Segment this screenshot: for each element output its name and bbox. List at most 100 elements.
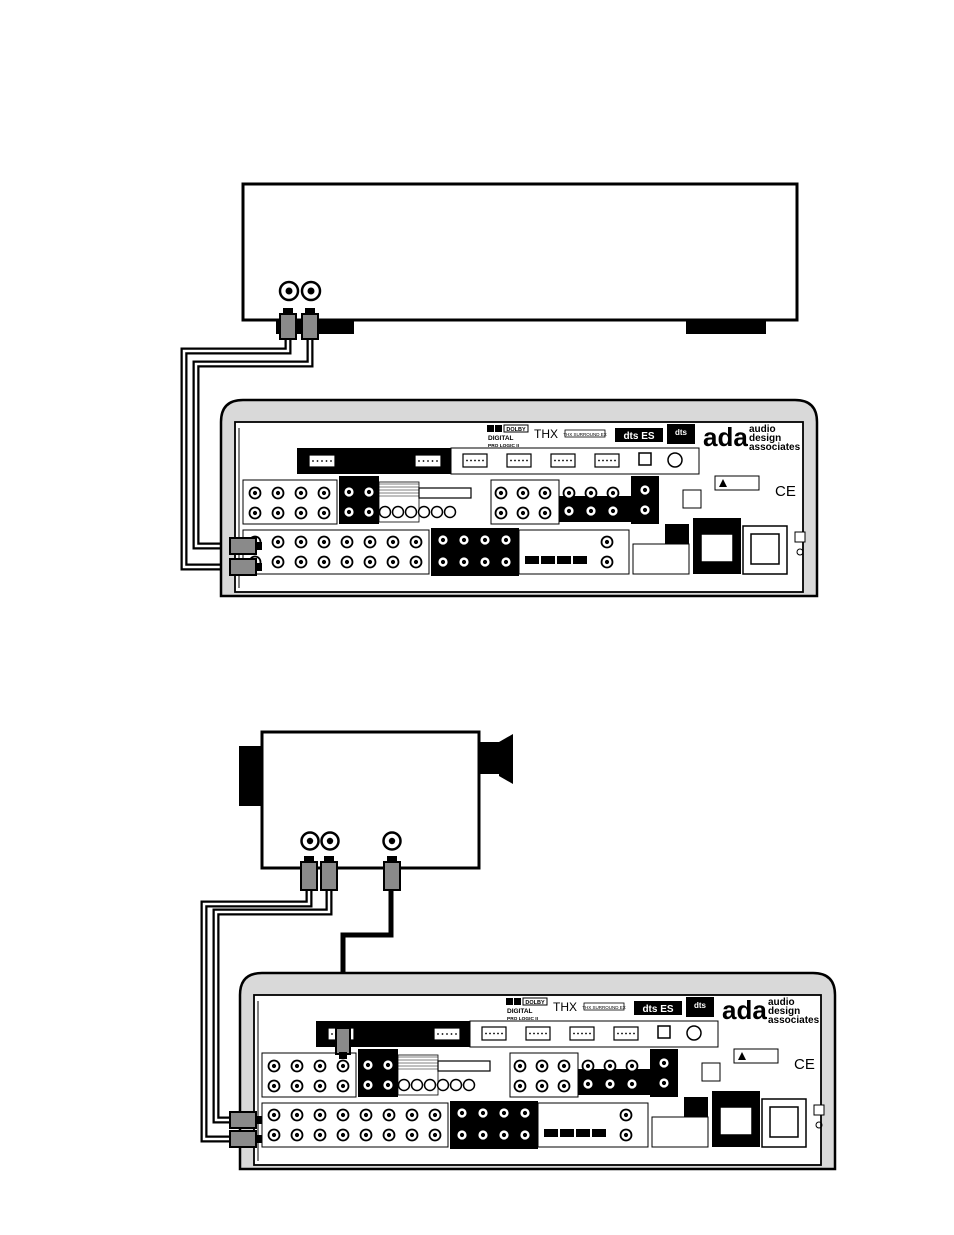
iec-inlet bbox=[700, 533, 734, 563]
s-video-jack-0 bbox=[397, 1078, 411, 1092]
pre-jack-a1-pin bbox=[461, 537, 467, 543]
zone-jack-a1-pin bbox=[607, 1063, 613, 1069]
in-jack-b7-pin bbox=[432, 1132, 438, 1138]
in-jack-b2-pin bbox=[317, 1132, 323, 1138]
source-component bbox=[241, 182, 799, 334]
in-jack-b3-pin bbox=[340, 1132, 346, 1138]
dolby-double-d-icon bbox=[506, 998, 513, 1005]
dts-es-text: dts ES bbox=[642, 1004, 673, 1015]
screw-terminal bbox=[686, 1025, 702, 1041]
sub-jack-a-pin bbox=[642, 487, 648, 493]
ir-window bbox=[682, 489, 702, 509]
trigger-terminal-1 bbox=[541, 556, 555, 564]
warning-triangle-icon bbox=[738, 1052, 746, 1060]
rca-plug-receiver-top bbox=[229, 537, 262, 555]
in-jack-a4-pin bbox=[363, 1112, 369, 1118]
iec-inlet bbox=[719, 1106, 753, 1136]
in-jack-b6-pin bbox=[409, 1132, 415, 1138]
pre-jack-a3-pin bbox=[503, 537, 509, 543]
warning-triangle-icon bbox=[719, 479, 727, 487]
camcorder-body bbox=[260, 730, 481, 870]
zone-jack-b2-pin bbox=[629, 1081, 635, 1087]
ir-window bbox=[701, 1062, 721, 1082]
pro-logic-text: PRO LOGIC II bbox=[488, 443, 520, 449]
pre-jack-b2-pin bbox=[482, 559, 488, 565]
comp-jack-a2-pin bbox=[561, 1063, 567, 1069]
camcorder-video-jack bbox=[382, 831, 402, 851]
in-jack-a7-pin bbox=[432, 1112, 438, 1118]
in-jack-a5-pin bbox=[386, 1112, 392, 1118]
ground-screw-icon bbox=[796, 548, 804, 556]
aux-jack-b1-pin bbox=[294, 1083, 300, 1089]
in-jack-b0-pin bbox=[271, 1132, 277, 1138]
pro-logic-text: PRO LOGIC II bbox=[507, 1016, 539, 1022]
brand-line-audio: audio bbox=[768, 997, 795, 1008]
in-jack-b4-pin bbox=[363, 1132, 369, 1138]
pre-jack-a1-pin bbox=[480, 1110, 486, 1116]
s-video-jack-3 bbox=[417, 505, 431, 519]
terminal-header bbox=[684, 1097, 708, 1117]
trigger-terminal-0 bbox=[525, 556, 539, 564]
comp-jack-a1-pin bbox=[539, 1063, 545, 1069]
dolby-digital-text: DIGITAL bbox=[488, 435, 514, 442]
iec-outlet-socket bbox=[750, 533, 780, 565]
pre-jack-b0-pin bbox=[459, 1132, 465, 1138]
camcorder-audio-cable-right bbox=[212, 890, 333, 1124]
trigger-terminal-0 bbox=[544, 1129, 558, 1137]
in-jack-a0-pin bbox=[271, 1112, 277, 1118]
trigger-terminal-3 bbox=[573, 556, 587, 564]
brand-line-design: design bbox=[749, 433, 781, 444]
sub-black-block bbox=[631, 476, 659, 524]
aux-jack-a3-pin bbox=[321, 490, 327, 496]
zone-jack-a0-pin bbox=[566, 490, 572, 496]
audio-cable-right bbox=[192, 337, 314, 550]
aux-jack-a1-pin bbox=[294, 1063, 300, 1069]
thx-logo: THX bbox=[534, 427, 558, 441]
comp-jack-b0-pin bbox=[517, 1083, 523, 1089]
vid-jack-b0-pin bbox=[346, 509, 352, 515]
aux-jack-a2-pin bbox=[317, 1063, 323, 1069]
dolby-double-d-icon bbox=[487, 425, 494, 432]
aux-jack-b0-pin bbox=[271, 1083, 277, 1089]
ce-mark: CE bbox=[794, 1056, 815, 1073]
sub-black-block bbox=[650, 1049, 678, 1097]
voltage-switch bbox=[813, 1104, 825, 1116]
rca-plug-source-left bbox=[279, 308, 297, 340]
aux-jack-a1-pin bbox=[275, 490, 281, 496]
pre-jack-a0-pin bbox=[459, 1110, 465, 1116]
brand-line-audio: audio bbox=[749, 424, 776, 435]
screw-terminal bbox=[667, 452, 683, 468]
zone-jack-b1-pin bbox=[607, 1081, 613, 1087]
in-jack-b3-pin bbox=[321, 559, 327, 565]
trigger-terminal-2 bbox=[557, 556, 571, 564]
sub-jack-a-pin bbox=[661, 1060, 667, 1066]
s-video-jack-4 bbox=[449, 1078, 463, 1092]
comp-jack-b1-pin bbox=[539, 1083, 545, 1089]
camcorder-lens-hood bbox=[499, 734, 513, 784]
rca-plug-receiver-bottom bbox=[229, 558, 262, 576]
audio-inputs-block bbox=[261, 1102, 449, 1148]
aux-jack-b0-pin bbox=[252, 510, 258, 516]
in-jack-b5-pin bbox=[386, 1132, 392, 1138]
in-jack-a6-pin bbox=[409, 1112, 415, 1118]
zone-jack-b0-pin bbox=[585, 1081, 591, 1087]
s-video-jack-3 bbox=[436, 1078, 450, 1092]
dts-logo bbox=[686, 997, 714, 1017]
iec-outlet-socket bbox=[769, 1106, 799, 1138]
comp-jack-a0-pin bbox=[498, 490, 504, 496]
dts-es-logo bbox=[634, 1001, 682, 1015]
aux-jack-b3-pin bbox=[340, 1083, 346, 1089]
in-jack-b2-pin bbox=[298, 559, 304, 565]
rem-jack-b-pin bbox=[604, 559, 610, 565]
camcorder-lens bbox=[479, 742, 501, 774]
rem-jack-b-pin bbox=[623, 1132, 629, 1138]
comp-jack-b0-pin bbox=[498, 510, 504, 516]
camcorder-plug-video bbox=[383, 856, 401, 891]
zone-jack-b1-pin bbox=[588, 508, 594, 514]
camcorder-audio-jack-right bbox=[320, 831, 340, 851]
brand-line-associates: associates bbox=[749, 442, 801, 453]
